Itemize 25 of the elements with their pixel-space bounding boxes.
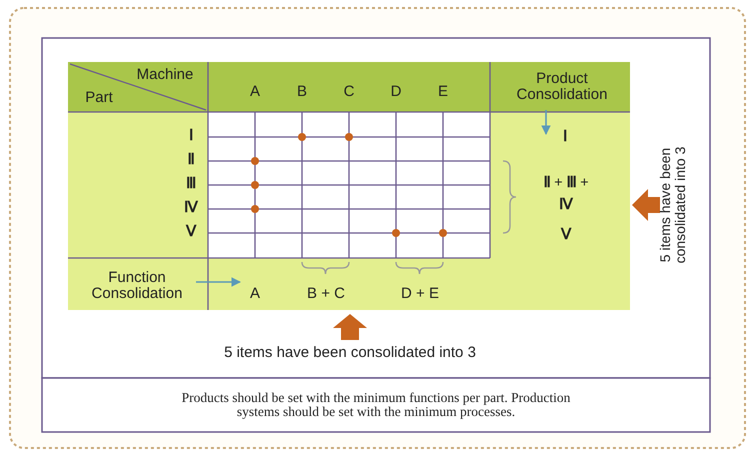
- text-label: A: [250, 286, 260, 302]
- row-header: Ⅲ: [186, 177, 196, 193]
- summary-note: 5 items have been consolidated into 3: [224, 345, 476, 361]
- arrow: [196, 277, 241, 287]
- text-label: Function Consolidation: [90, 270, 184, 302]
- group-label: Ⅱ + Ⅲ + Ⅳ: [542, 174, 590, 215]
- column-header: C: [344, 84, 354, 100]
- text-label: Product Consolidation: [516, 71, 608, 103]
- row-header: Ⅳ: [184, 201, 198, 217]
- arrow: [541, 110, 551, 135]
- row-header: Ⅰ: [189, 129, 193, 145]
- group-label: B + C: [307, 286, 345, 302]
- summary-note: 5 items have been consolidated into 3: [658, 146, 688, 266]
- group-label: Ⅴ: [561, 228, 571, 244]
- column-header: E: [438, 84, 448, 100]
- group-label: D + E: [401, 286, 439, 302]
- column-header: B: [296, 84, 307, 100]
- column-header: A: [250, 84, 260, 100]
- column-header: D: [390, 84, 402, 100]
- row-header: Ⅴ: [186, 225, 196, 241]
- axis-header: Machine: [136, 67, 194, 83]
- row-header: Ⅱ: [188, 153, 194, 169]
- axis-header: Part: [85, 90, 113, 106]
- numeral-label: Ⅰ: [563, 130, 567, 146]
- caption-text: Products should be set with the minimum functions per part. Production systems should be set with the minimum processes.: [180, 390, 572, 420]
